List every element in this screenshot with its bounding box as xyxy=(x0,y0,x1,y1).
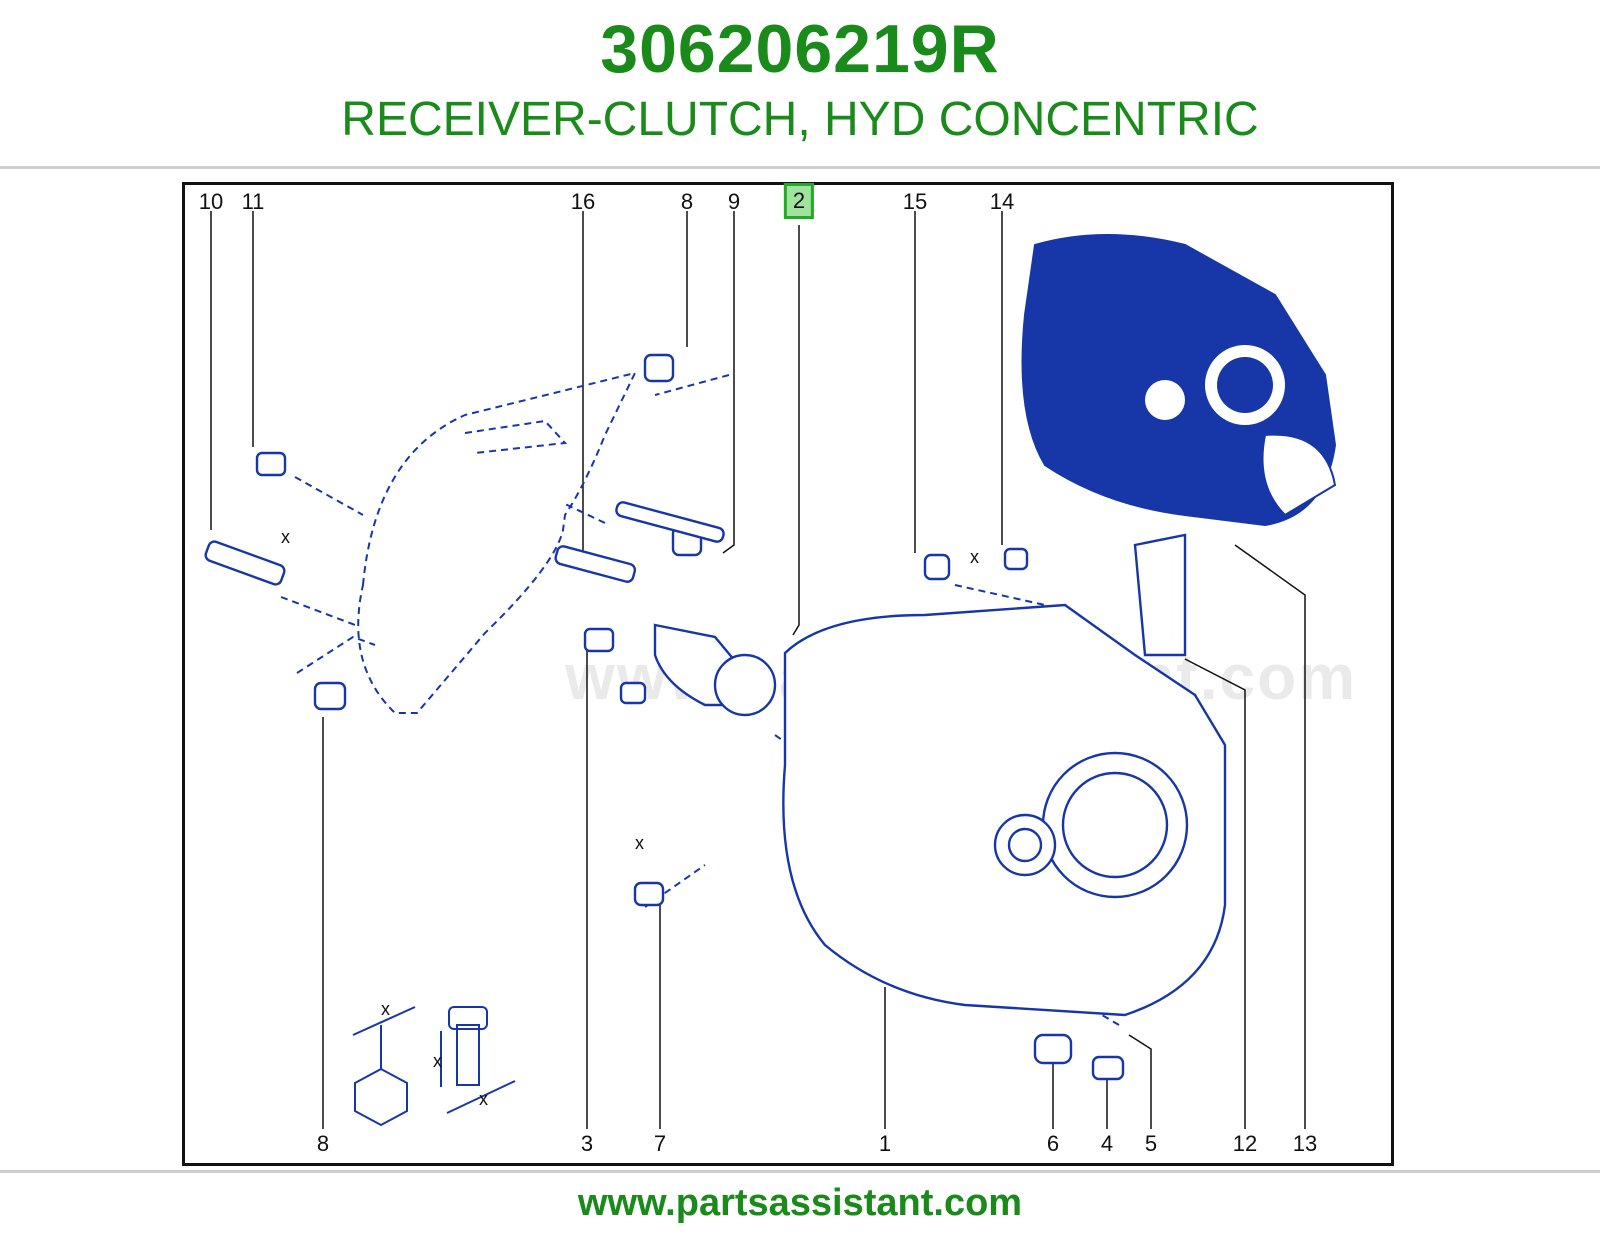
part-shapes xyxy=(204,353,1227,1081)
callout-9[interactable]: 9 xyxy=(727,189,741,214)
callout-16[interactable]: 16 xyxy=(570,189,596,214)
callout-3[interactable]: 3 xyxy=(580,1131,594,1156)
callout-11[interactable]: 11 xyxy=(241,189,265,214)
footer-divider xyxy=(0,1170,1600,1173)
dim-label-15: x xyxy=(970,547,979,567)
diagram-line-art: x x x x x x xyxy=(204,211,1337,1129)
detail-inset xyxy=(352,1006,516,1127)
dim-label-inset-top: x xyxy=(381,999,390,1019)
part-number: 306206219R xyxy=(600,11,1000,87)
callout-13[interactable]: 13 xyxy=(1292,1131,1318,1156)
callout-8-bottom[interactable]: 8 xyxy=(316,1131,330,1156)
callout-8-top[interactable]: 8 xyxy=(680,189,694,214)
callout-14[interactable]: 14 xyxy=(989,189,1015,214)
dim-label-inset-bottom: x xyxy=(479,1089,488,1109)
callout-12[interactable]: 12 xyxy=(1232,1131,1258,1156)
dim-label-7: x xyxy=(635,833,644,853)
dim-label-inset-left: x xyxy=(433,1051,442,1071)
dimension-labels: x x x x x x xyxy=(281,527,979,1109)
callout-4[interactable]: 4 xyxy=(1100,1131,1114,1156)
part-description: RECEIVER-CLUTCH, HYD CONCENTRIC xyxy=(341,93,1259,146)
callout-7[interactable]: 7 xyxy=(653,1131,667,1156)
leader-lines xyxy=(210,211,1306,1129)
header-divider xyxy=(0,166,1600,169)
callout-6[interactable]: 6 xyxy=(1046,1131,1060,1156)
dim-label-10: x xyxy=(281,527,290,547)
exploded-parts-diagram: www.partsassistant.com xyxy=(182,182,1394,1166)
callout-15[interactable]: 15 xyxy=(902,189,928,214)
footer-site-url[interactable]: www.partsassistant.com xyxy=(577,1182,1023,1224)
callout-5[interactable]: 5 xyxy=(1144,1131,1158,1156)
callout-2-highlighted[interactable]: 2 xyxy=(783,183,815,219)
callout-1[interactable]: 1 xyxy=(878,1131,892,1156)
callout-10[interactable]: 10 xyxy=(198,189,224,214)
gearbox-thumbnail xyxy=(1021,234,1337,527)
